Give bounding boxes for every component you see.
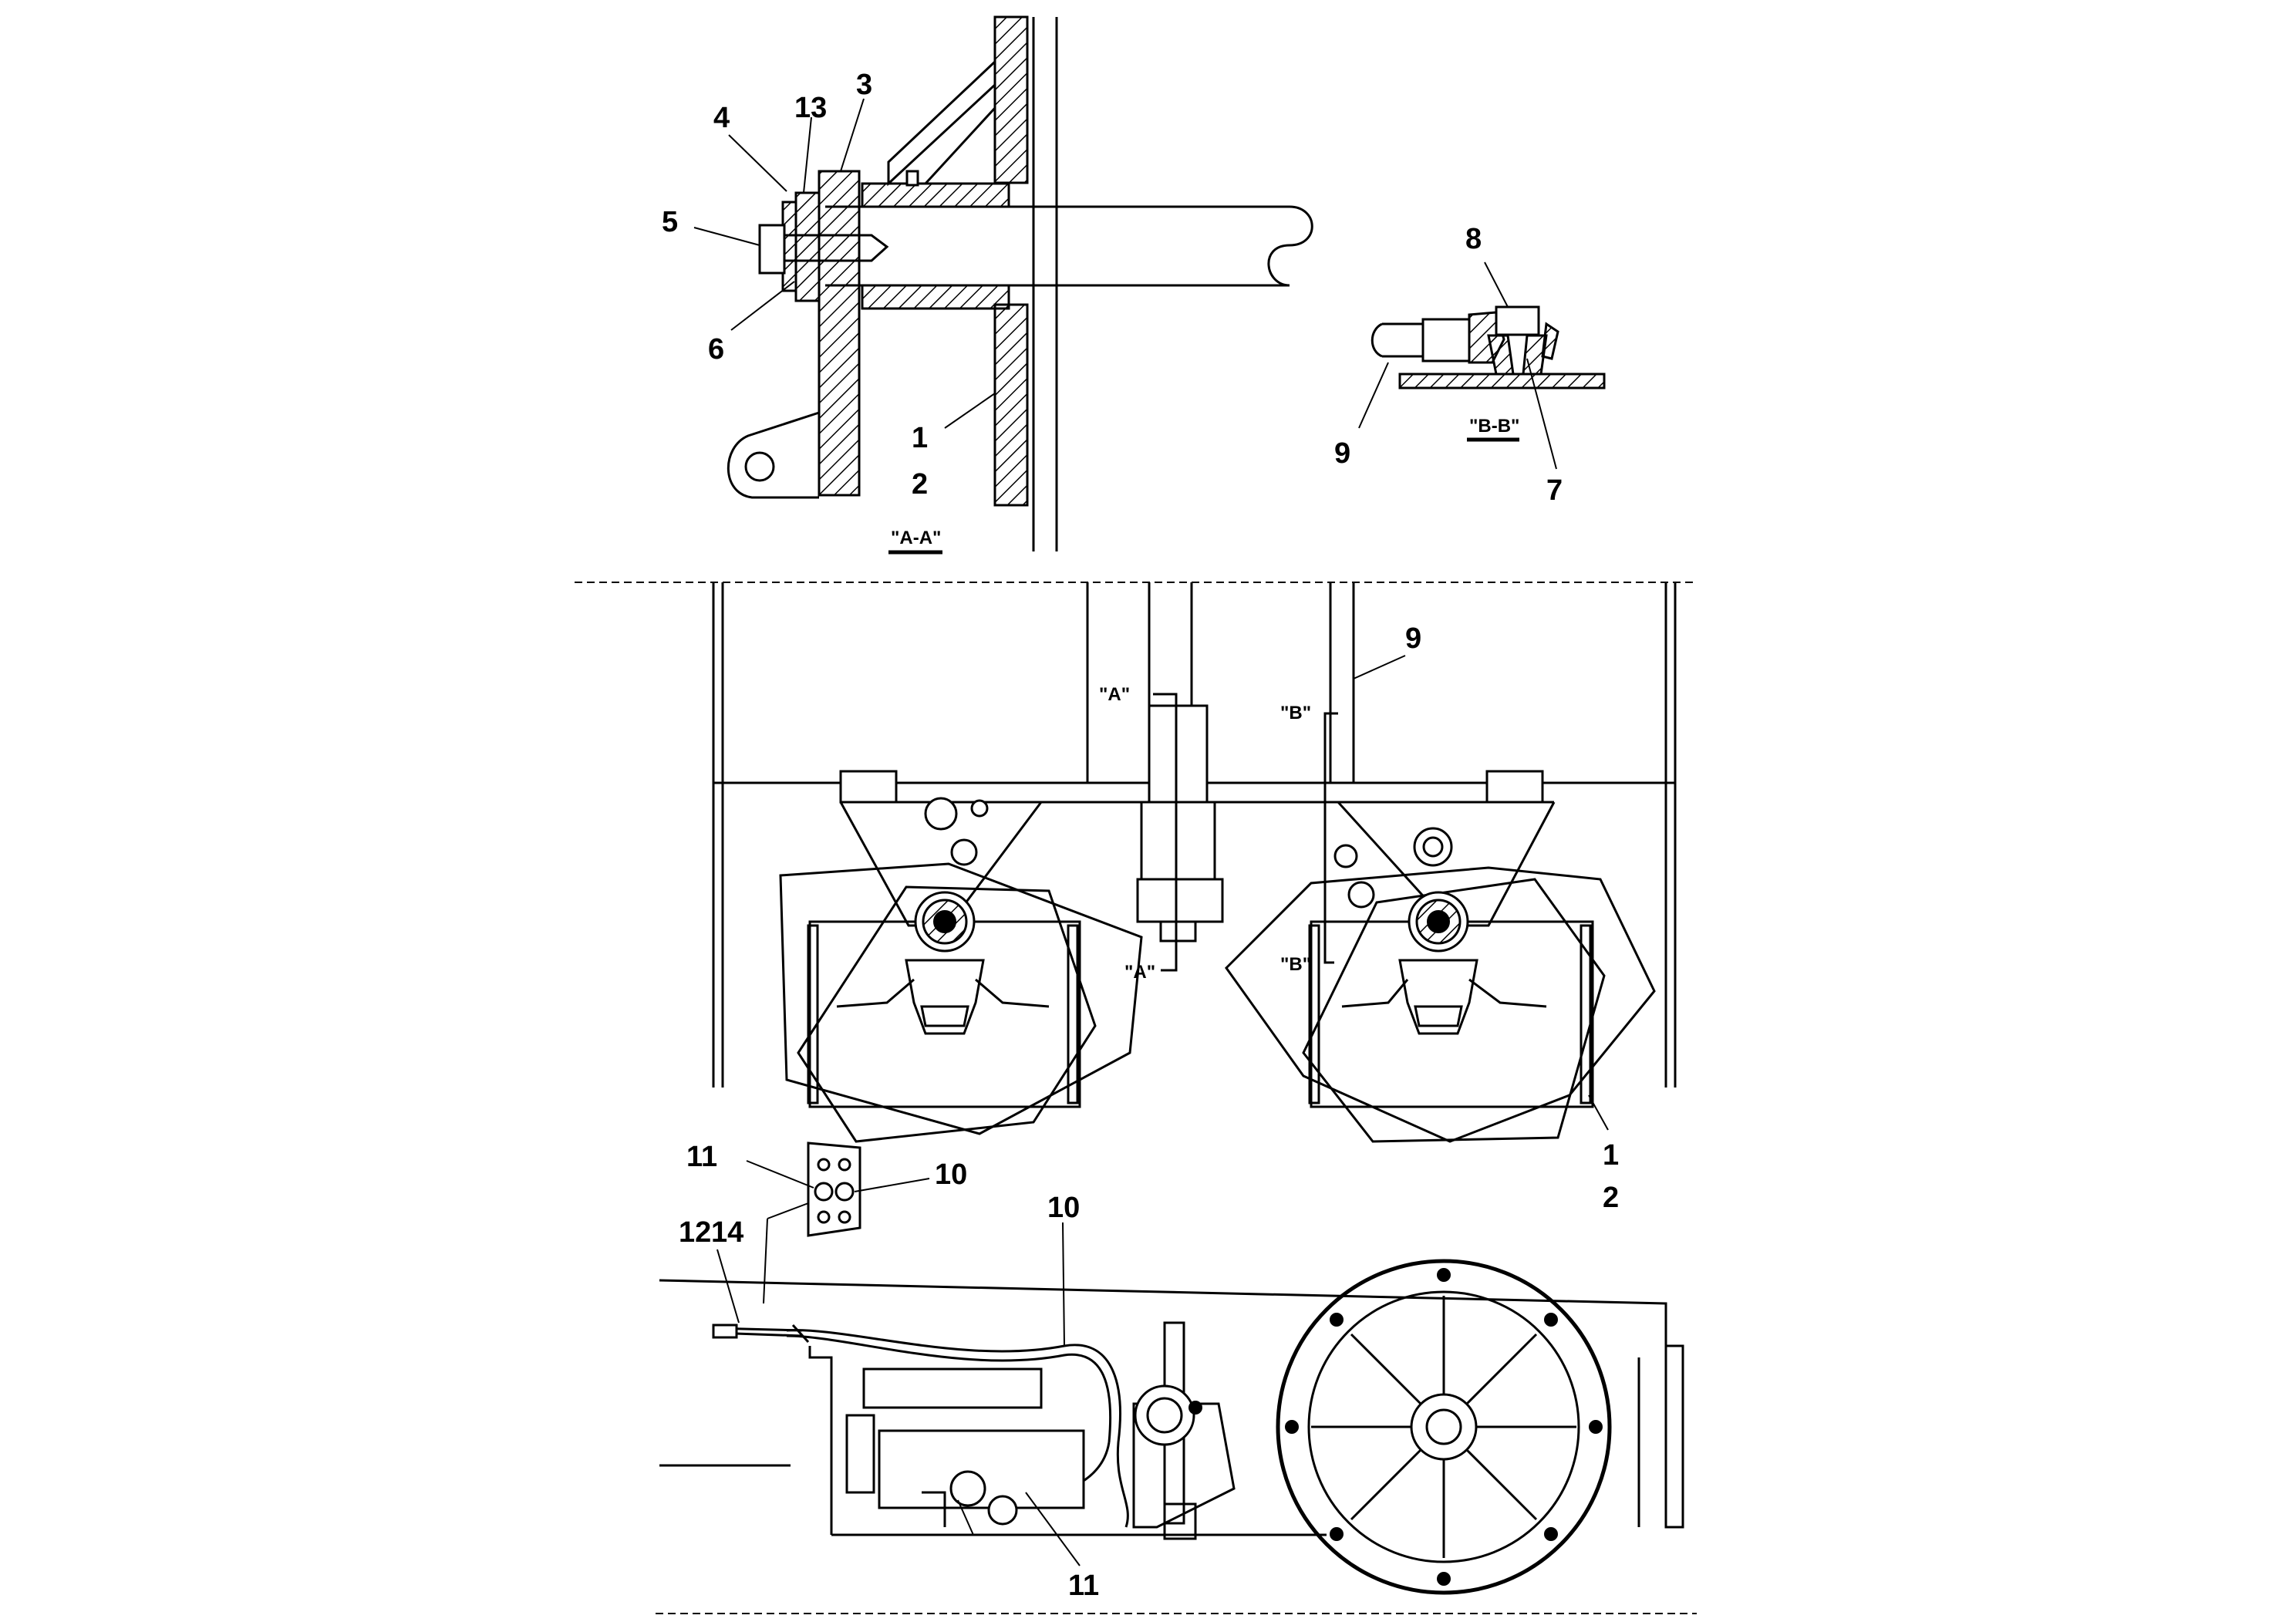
hub-sleeve-bottom (861, 284, 1010, 310)
callout-7: 7 (1546, 474, 1563, 507)
nut (1495, 305, 1540, 336)
callout-1-front: 1 (1603, 1139, 1619, 1172)
callout-10-hose: 10 (1047, 1192, 1080, 1224)
side-view: 11 10 14 12 10 (659, 1141, 1684, 1602)
section-a-a-view: 4 13 3 5 6 1 2 "A-A" (662, 15, 1313, 555)
right-mower-disc (1225, 866, 1656, 1143)
callout-10-bank: 10 (935, 1158, 967, 1191)
callout-11-bank: 11 (686, 1141, 717, 1173)
callout-2: 2 (912, 468, 928, 501)
callout-13: 13 (794, 92, 827, 124)
wheel (1276, 1259, 1612, 1595)
swing-arm (818, 170, 861, 497)
section-marker-b-top: "B" (1280, 703, 1311, 723)
front-view: "A" "A" "B" "B" 9 (712, 582, 1677, 1214)
section-title-a-a: "A-A" (891, 528, 941, 548)
section-marker-a-top: "A" (1099, 684, 1130, 705)
callout-5: 5 (662, 206, 678, 238)
section-marker-b-bottom: "B" (1280, 954, 1311, 975)
callout-6: 6 (708, 333, 724, 366)
callout-9: 9 (1334, 437, 1350, 470)
section-title-b-b: "B-B" (1469, 416, 1519, 437)
frame-plate-lower (993, 303, 1029, 507)
callout-4: 4 (713, 102, 730, 134)
callout-9-front: 9 (1405, 622, 1421, 655)
callout-8: 8 (1465, 223, 1482, 255)
callout-12: 12 (679, 1216, 711, 1249)
callout-11-hose: 11 (1068, 1570, 1099, 1602)
callout-3: 3 (856, 69, 872, 101)
left-mower-disc (779, 862, 1143, 1143)
callout-14: 14 (711, 1216, 743, 1249)
section-b-b-view: 8 9 7 "B-B" (1334, 223, 1606, 507)
callout-2-front: 2 (1603, 1182, 1619, 1214)
base-plate (1398, 373, 1606, 389)
frame-plate-upper (993, 15, 1029, 184)
section-marker-a-bottom: "A" (1124, 962, 1155, 983)
washer (794, 191, 821, 302)
callout-1: 1 (912, 422, 928, 454)
bolt-head (758, 224, 786, 275)
hub-sleeve-top (861, 182, 1010, 208)
